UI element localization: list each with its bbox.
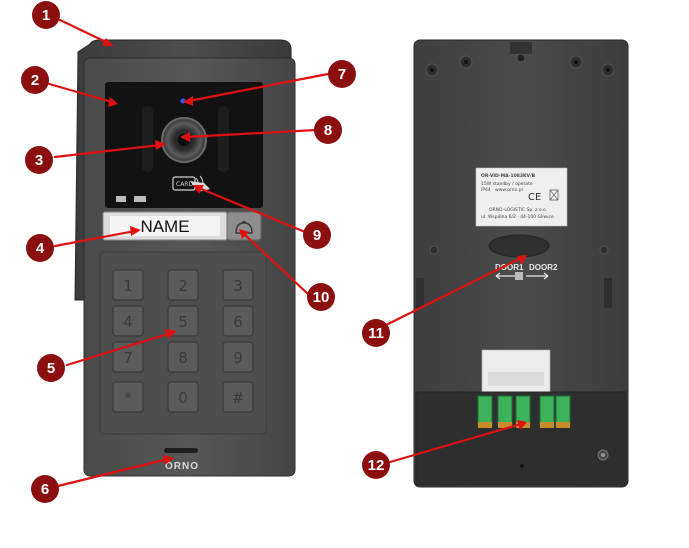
callout-number: 4 — [36, 240, 45, 257]
back-body — [413, 39, 629, 488]
ir-led-right — [218, 106, 229, 172]
key-5[interactable] — [167, 305, 199, 337]
callout-number: 6 — [41, 481, 49, 498]
arrow-9 — [197, 186, 307, 234]
product-label: OR-VID-MA-1083KV/B 15W standby / operate… — [475, 167, 568, 227]
brand-logo: ORNO — [165, 461, 199, 472]
front-panel: CARD NAME 1 2 3 4 5 6 7 8 9 * 0 # ORNO — [74, 39, 296, 477]
terminal-block — [477, 395, 493, 427]
back-panel: OR-VID-MA-1083KV/B 15W standby / operate… — [413, 39, 629, 488]
arrow-1 — [58, 18, 110, 45]
keypad: 1 2 3 4 5 6 7 8 9 * 0 # — [112, 269, 254, 413]
arrow-heads — [102, 38, 527, 465]
key-2[interactable] — [167, 269, 199, 301]
mounting-bosses-top — [425, 42, 615, 77]
key-star[interactable] — [112, 381, 144, 413]
door2-label: DOOR2 — [529, 263, 558, 272]
label-company: ORNO-LOGISTIC Sp. z o.o. — [489, 207, 547, 213]
arrow-3 — [53, 143, 162, 159]
key-9[interactable] — [222, 341, 254, 373]
arrow-7 — [187, 72, 330, 103]
key-label: 6 — [233, 313, 243, 331]
name-plate-text: NAME — [140, 217, 189, 236]
callout-badge-12 — [362, 451, 390, 479]
key-8[interactable] — [167, 341, 199, 373]
arrow-12 — [388, 422, 523, 464]
label-model: OR-VID-MA-1083KV/B — [481, 173, 536, 179]
arrow-4 — [53, 229, 137, 248]
key-label: 7 — [123, 349, 133, 367]
bell-icon — [235, 220, 253, 234]
key-1[interactable] — [112, 269, 144, 301]
arrow-10 — [242, 232, 310, 296]
callout-badge-8 — [314, 116, 342, 144]
key-label: 0 — [178, 389, 188, 407]
key-4[interactable] — [112, 305, 144, 337]
callout-number: 8 — [324, 122, 332, 139]
label-address: ul. Wspólna 6/2 · 44-100 Gliwice — [481, 213, 554, 220]
ce-mark: CE — [528, 192, 541, 203]
card-label: CARD — [176, 181, 193, 188]
terminal-base — [478, 422, 492, 428]
callout-number: 1 — [42, 7, 50, 24]
callout-badge-1 — [32, 1, 60, 29]
callout-arrows — [44, 18, 523, 488]
key-label: 1 — [123, 277, 133, 295]
key-label: 8 — [178, 349, 188, 367]
callout-badge-10 — [307, 283, 335, 311]
label-line1: 15W standby / operate — [481, 181, 533, 187]
door-outputs: DOOR1 DOOR2 — [495, 263, 558, 280]
speaker-slot — [164, 448, 198, 453]
key-label: 4 — [123, 313, 133, 331]
terminal-block — [497, 395, 513, 427]
wiring-label — [481, 349, 551, 395]
ir-led-left — [142, 106, 153, 172]
callout-number: 3 — [35, 152, 43, 169]
callout-number: 9 — [313, 227, 321, 244]
label-line2: IP44 · www.orno.pl — [481, 187, 523, 193]
callout-number: 2 — [31, 72, 39, 89]
cable-entry — [488, 234, 550, 258]
callout-badge-2 — [21, 66, 49, 94]
key-label: 5 — [178, 313, 188, 331]
key-label: # — [232, 389, 245, 407]
callout-number: 12 — [368, 457, 385, 474]
terminal-blocks — [477, 395, 571, 428]
key-0[interactable] — [167, 381, 199, 413]
callout-badge-3 — [25, 146, 53, 174]
arrow-5 — [65, 331, 173, 367]
arrow-8 — [184, 128, 318, 139]
callout-badge-7 — [328, 60, 356, 88]
callout-badge-4 — [26, 234, 54, 262]
indicator-icons — [116, 196, 146, 202]
terminal-block — [539, 395, 555, 427]
key-6[interactable] — [222, 305, 254, 337]
arrow-11 — [382, 256, 523, 328]
callout-number: 11 — [368, 325, 384, 342]
key-3[interactable] — [222, 269, 254, 301]
callout-number: 10 — [313, 289, 330, 306]
callout-badge-9 — [303, 221, 331, 249]
door1-label: DOOR1 — [495, 263, 524, 272]
key-label: 9 — [233, 349, 243, 367]
arrow-6 — [56, 457, 170, 488]
terminal-block — [555, 395, 571, 427]
terminal-base — [556, 422, 570, 428]
terminal-base — [498, 422, 512, 428]
callout-badge-5 — [37, 354, 65, 382]
key-label: 2 — [178, 277, 188, 295]
callout-number: 5 — [47, 360, 55, 377]
key-label: 3 — [233, 277, 243, 295]
arrow-2 — [44, 81, 114, 104]
callout-number: 7 — [338, 66, 346, 83]
terminal-base — [540, 422, 554, 428]
key-hash[interactable] — [222, 381, 254, 413]
key-label: * — [124, 389, 132, 407]
callout-badge-11 — [362, 319, 390, 347]
callout-badge-6 — [31, 475, 59, 503]
